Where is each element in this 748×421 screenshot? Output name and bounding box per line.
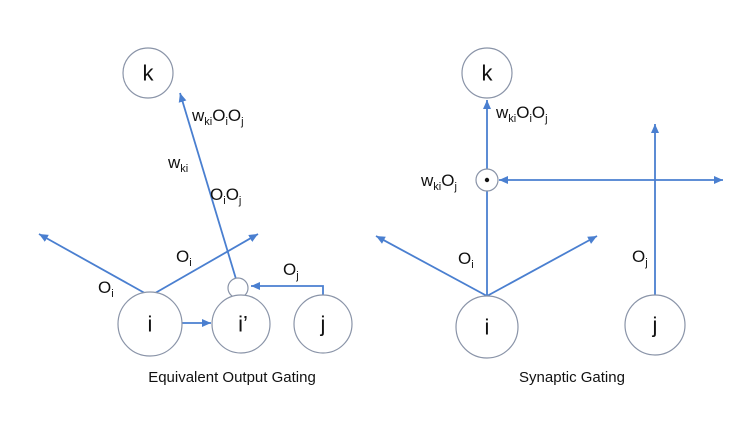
node-j-left-label: j: [320, 312, 326, 337]
node-j-right: [624, 294, 686, 356]
edge-i-right-output-right: [486, 235, 598, 297]
caption-left: Equivalent Output Gating: [148, 369, 316, 386]
label-right-wki-oi-oj: wkiOiOj: [495, 103, 548, 125]
edge-i-left-output: [38, 233, 151, 297]
label-right-oi: Oi: [458, 249, 474, 271]
node-i-left-label: i: [148, 312, 153, 337]
label-left-wki-oi-oj: wkiOiOj: [191, 106, 244, 128]
label-left-wki: wki: [167, 153, 188, 175]
edge-i-right-output: [149, 233, 259, 297]
node-i-prime-label: i’: [238, 312, 248, 337]
label-left-oi-oj: OiOj: [210, 185, 241, 207]
label-right-oj: Oj: [632, 247, 648, 269]
node-k-left: [122, 47, 174, 99]
node-i-left: [117, 291, 183, 357]
label-left-oj: Oj: [283, 260, 299, 282]
node-i-prime: [211, 294, 271, 354]
node-i-right-label: i: [485, 315, 490, 340]
label-right-wki-oj: wkiOj: [420, 171, 457, 193]
edge-i-left-output-right: [375, 235, 488, 297]
node-i-right: [455, 295, 519, 359]
right-panel: k i j wkiOiOj wkiOj Oi Oj Synaptic Gatin…: [375, 47, 723, 386]
node-k-left-label: k: [143, 61, 155, 86]
edge-gate-to-k: [178, 92, 237, 280]
label-left-oi-left: Oi: [98, 278, 114, 300]
node-j-right-label: j: [652, 313, 658, 338]
edge-j-to-gate: [251, 282, 324, 296]
node-j-left: [293, 294, 353, 354]
label-left-oi-right: Oi: [176, 247, 192, 269]
caption-right: Synaptic Gating: [519, 369, 625, 386]
node-k-right: [461, 47, 513, 99]
left-panel: k i i’ j wkiOiOj wki OiOj Oi Oi Oj Equiv…: [38, 47, 353, 386]
dot-product-icon: [484, 177, 490, 183]
node-k-right-label: k: [482, 61, 494, 86]
